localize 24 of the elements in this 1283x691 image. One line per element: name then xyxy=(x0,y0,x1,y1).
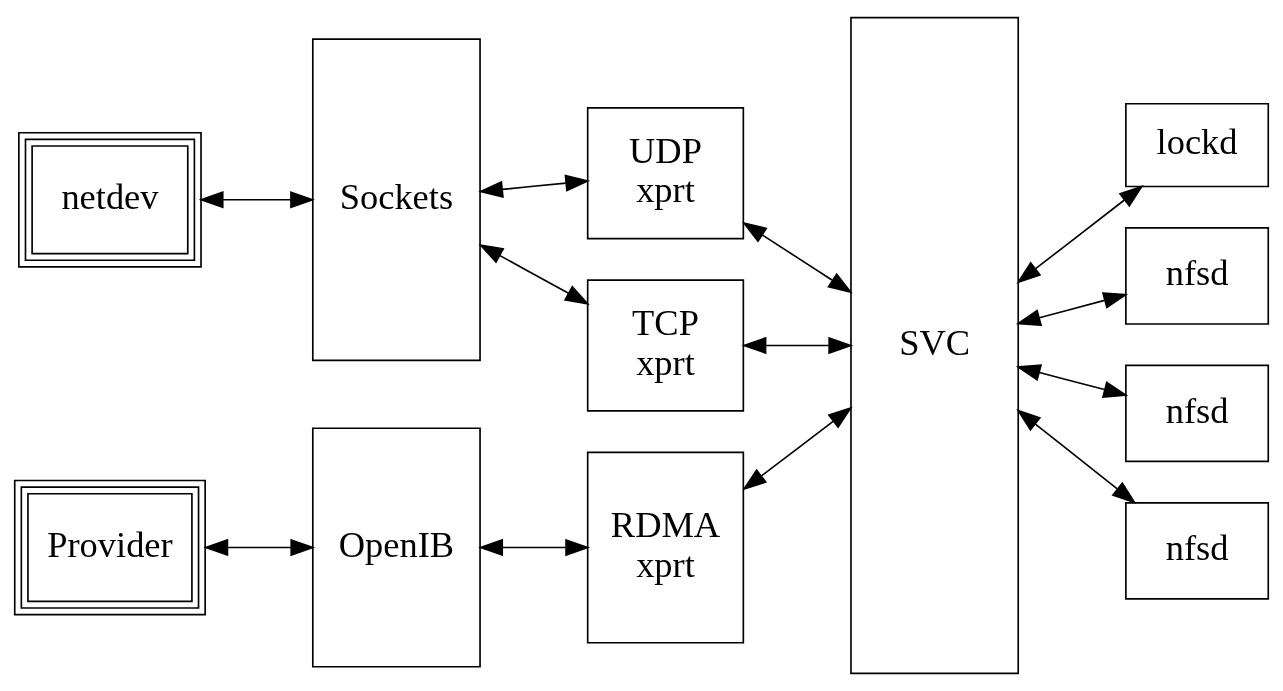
arrow xyxy=(478,243,590,305)
node-box: nfsd xyxy=(1125,364,1270,463)
arrow xyxy=(1016,185,1144,284)
arrow xyxy=(198,191,315,209)
node-box: RDMA xprt xyxy=(586,451,745,644)
arrow xyxy=(478,538,591,557)
node-box: UDP xprt xyxy=(586,107,745,240)
node-box: Sockets xyxy=(311,38,481,362)
arrow xyxy=(741,336,854,355)
node-box: netdev xyxy=(18,131,202,268)
arrow xyxy=(1015,292,1129,327)
arrow xyxy=(742,406,853,491)
arrow xyxy=(741,221,853,294)
arrow xyxy=(1015,364,1129,398)
arrow xyxy=(1016,408,1137,505)
node-box: TCP xprt xyxy=(586,279,745,412)
arrow xyxy=(203,538,316,557)
node-box: Provider xyxy=(13,479,206,616)
node-box: nfsd xyxy=(1125,227,1270,325)
node-box: nfsd xyxy=(1125,502,1270,600)
node-box: SVC xyxy=(850,16,1020,675)
node-box: OpenIB xyxy=(311,427,481,668)
node-box: lockd xyxy=(1125,102,1270,188)
arrow xyxy=(478,174,591,198)
